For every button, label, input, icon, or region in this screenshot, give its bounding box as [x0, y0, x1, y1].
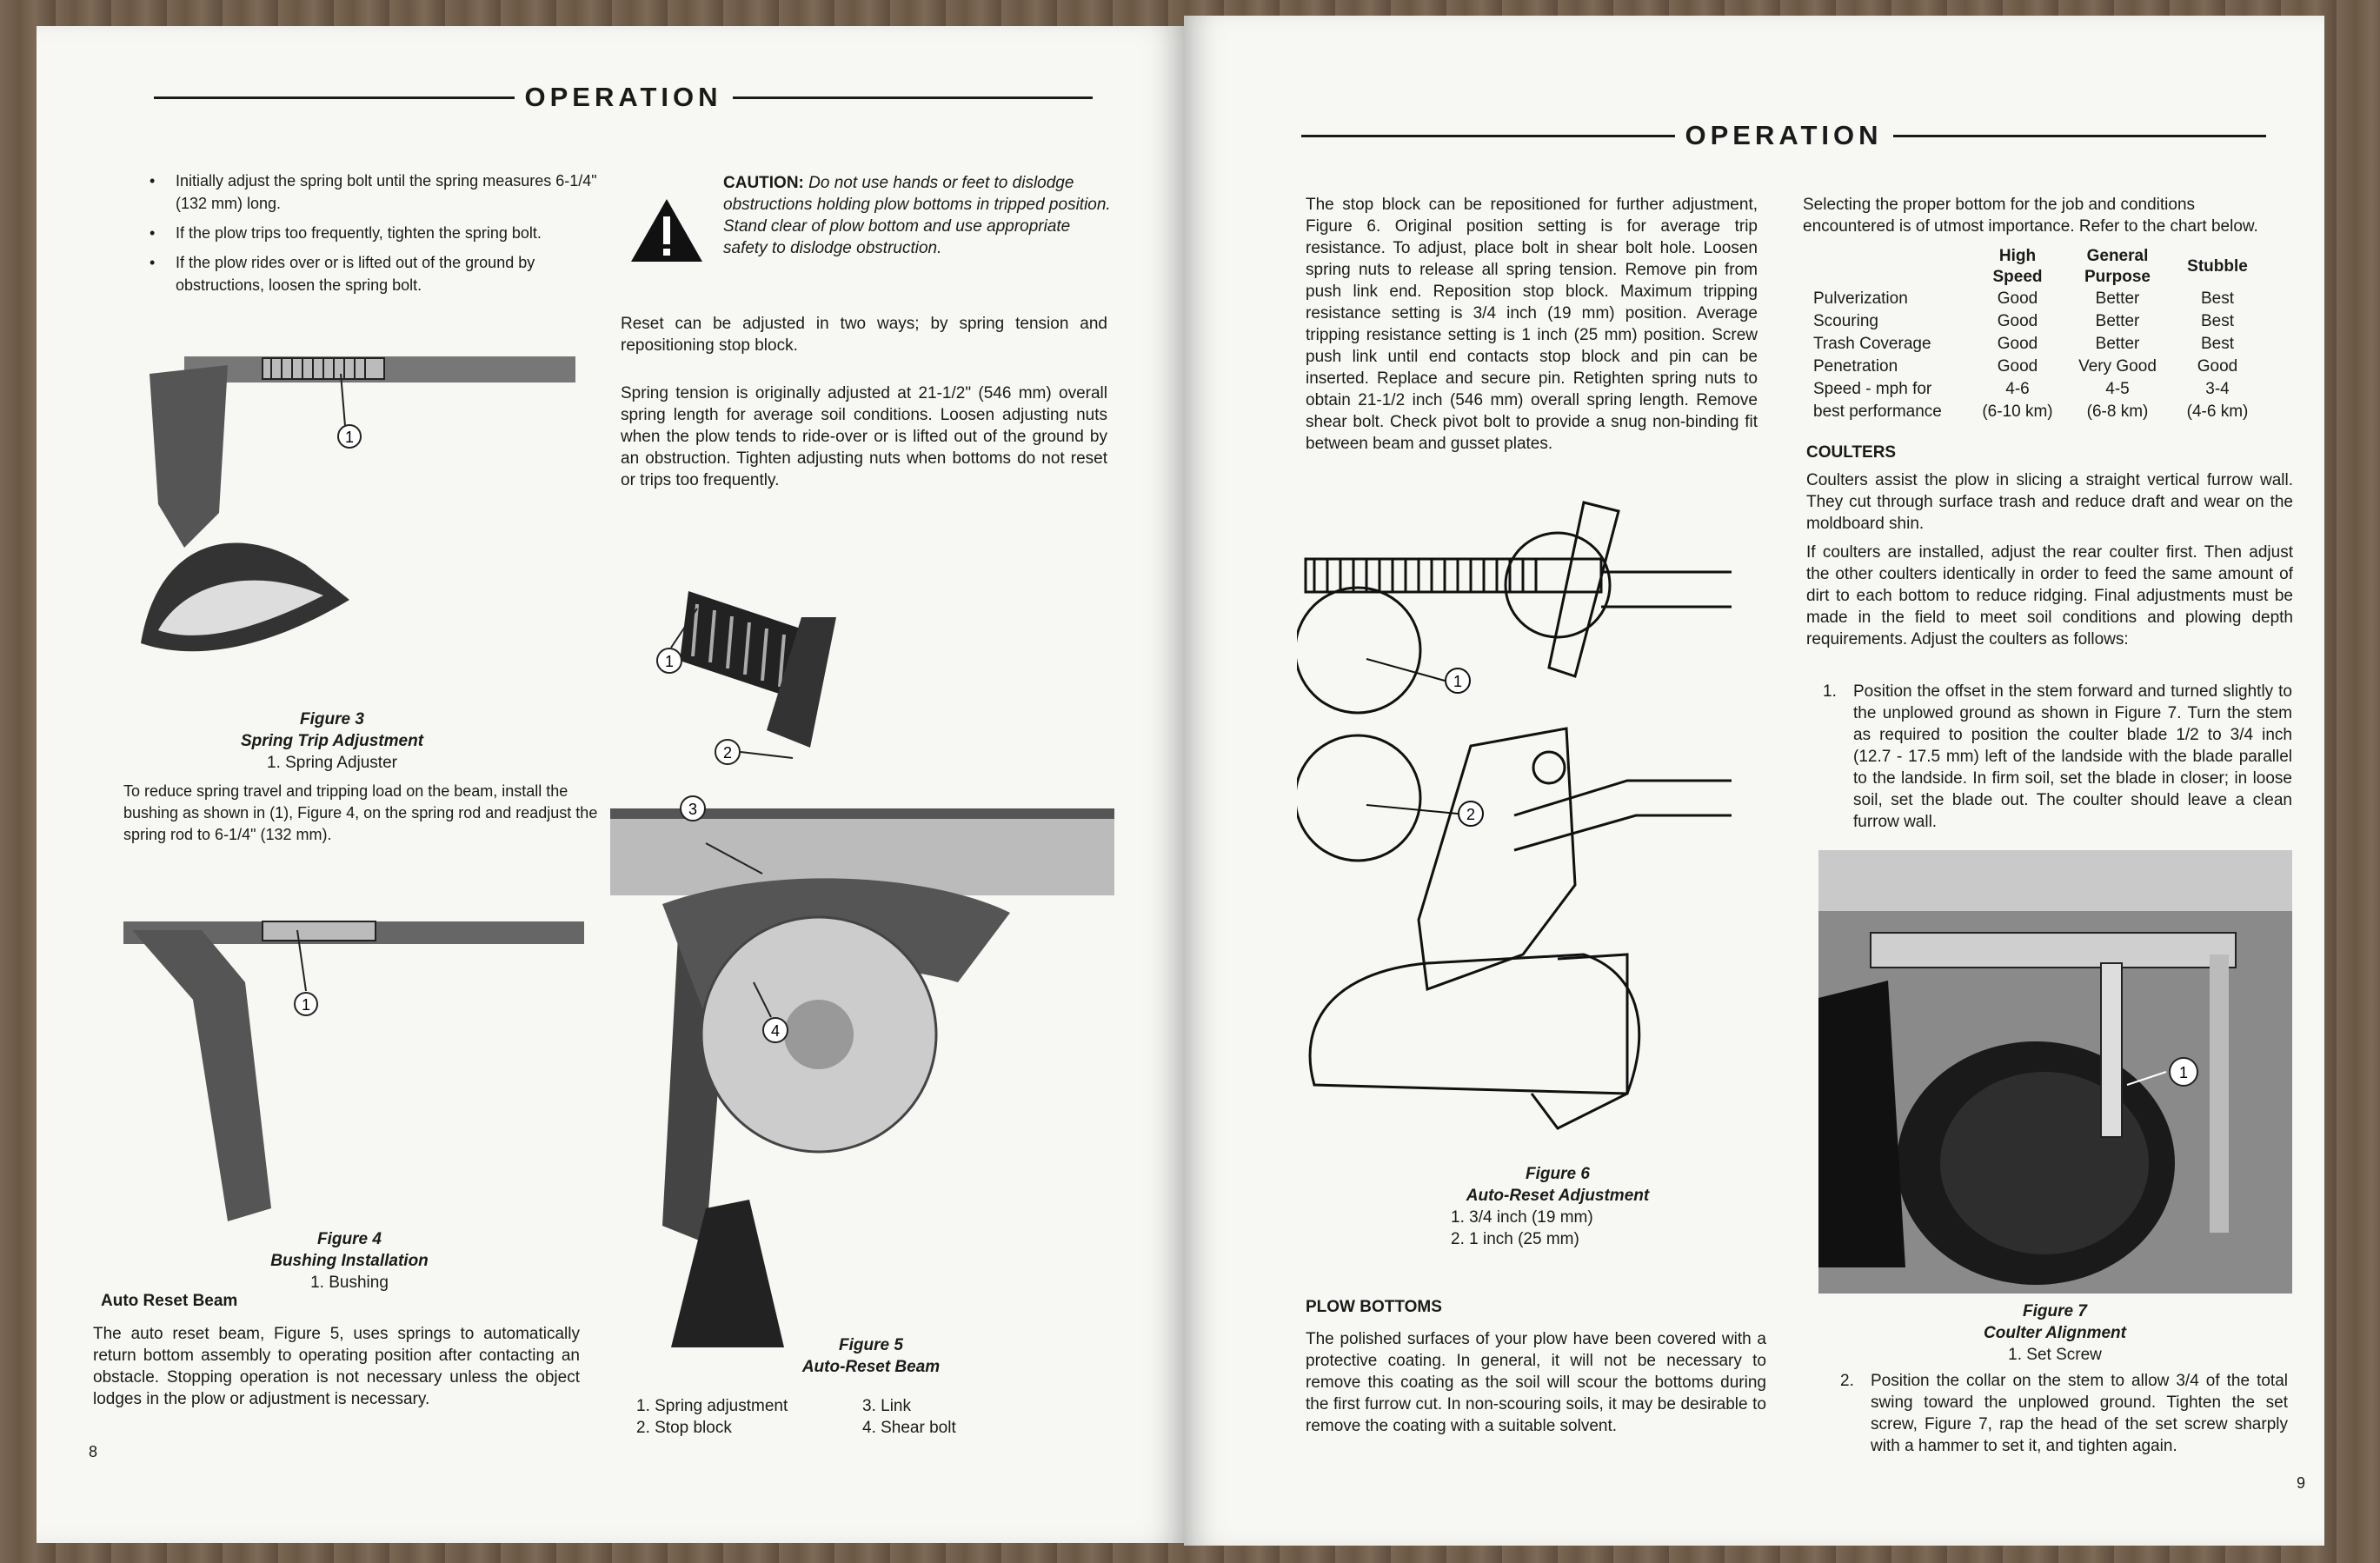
chart-row: Trash Coverage Good Better Best: [1813, 335, 2235, 353]
step-2-text: Position the collar on the stem to allow…: [1871, 1372, 2288, 1455]
figure-7-callout-1: 1: [2179, 1064, 2188, 1081]
figure-5-title: Auto-Reset Beam: [801, 1358, 941, 1376]
chart-row: Penetration Good Very Good Good: [1813, 357, 2238, 376]
figure-4-illustration: 1: [123, 878, 593, 1243]
chart-row: best performance (6-10 km) (6-8 km) (4-6…: [1813, 402, 2249, 421]
caution-note: CAUTION: Do not use hands or feet to dis…: [723, 172, 1114, 259]
right-page: OPERATION The stop block can be repositi…: [1184, 16, 2324, 1546]
figure-4-callout-1: 1: [302, 996, 310, 1014]
figure-5-legend: 1. Spring adjustment 3. Link 2. Stop blo…: [636, 1395, 1036, 1439]
figure-5-item: 2. Stop block: [636, 1419, 732, 1437]
chart-row: Speed - mph for 4-6 4-5 3-4: [1813, 380, 2230, 398]
step-2-number: 2.: [1840, 1372, 1854, 1390]
figure-6-number: Figure 6: [1526, 1165, 1590, 1183]
figure-6-illustration: 1 2: [1297, 485, 1758, 1146]
spring-tension-paragraph: Spring tension is originally adjusted at…: [621, 384, 1107, 489]
bullet-item: If the plow trips too frequently, tighte…: [150, 222, 610, 244]
figure-5-callout-4: 4: [771, 1022, 780, 1040]
figure-4-item: 1. Bushing: [310, 1274, 389, 1292]
coulters-heading: COULTERS: [1806, 443, 1897, 462]
auto-reset-heading: Auto Reset Beam: [101, 1292, 238, 1310]
plow-bottoms-heading: PLOW BOTTOMS: [1306, 1298, 1442, 1316]
figure-4-title: Bushing Installation: [270, 1252, 429, 1270]
left-header: OPERATION: [154, 82, 1093, 113]
figure-7-illustration: 1: [1818, 850, 2292, 1294]
figure-6-title: Auto-Reset Adjustment: [1466, 1187, 1650, 1205]
figure-4-number: Figure 4: [317, 1230, 382, 1248]
right-header: OPERATION: [1301, 120, 2266, 151]
figure-5-callout-1: 1: [665, 653, 674, 670]
figure-3-title: Spring Trip Adjustment: [240, 732, 424, 750]
figure-6-caption: Figure 6 Auto-Reset Adjustment: [1419, 1163, 1697, 1207]
figure-5-caption: Figure 5 Auto-Reset Beam: [741, 1334, 1001, 1378]
figure-3-callout-1: 1: [345, 429, 354, 446]
left-header-title: OPERATION: [524, 82, 722, 112]
figure-6-callout-1: 1: [1453, 673, 1462, 690]
figure-5-callout-3: 3: [688, 801, 697, 818]
chart-column-header: High Speed: [1992, 247, 2043, 286]
stop-block-paragraph: The stop block can be repositioned for f…: [1306, 196, 1758, 453]
step-1-number: 1.: [1823, 682, 1837, 701]
bottom-selection-chart: High Speed General Purpose Stubble Pulve…: [1813, 246, 2265, 423]
figure-3-caption: Figure 3 Spring Trip Adjustment 1. Sprin…: [184, 708, 480, 774]
selecting-paragraph: Selecting the proper bottom for the job …: [1803, 196, 2258, 236]
figure-6-item: 1. 3/4 inch (19 mm): [1451, 1208, 1593, 1227]
right-page-number: 9: [2297, 1474, 2306, 1492]
figure-5-callout-2: 2: [723, 744, 732, 762]
figure-7-item: 1. Set Screw: [2008, 1346, 2102, 1364]
caution-text: Do not use hands or feet to dislodge obs…: [723, 174, 1111, 257]
figure-3-number: Figure 3: [300, 710, 364, 728]
bullet-item: If the plow rides over or is lifted out …: [150, 251, 610, 296]
left-page-number: 8: [89, 1443, 98, 1460]
figure-6-item: 2. 1 inch (25 mm): [1451, 1230, 1579, 1248]
figure-7-number: Figure 7: [2023, 1302, 2087, 1320]
figure-5-item: 3. Link: [862, 1397, 911, 1415]
adjustment-bullets: Initially adjust the spring bolt until t…: [150, 170, 610, 303]
spring-travel-paragraph: To reduce spring travel and tripping loa…: [123, 782, 598, 843]
step-1-text: Position the offset in the stem forward …: [1853, 682, 2292, 831]
figure-7-title: Coulter Alignment: [1984, 1324, 2126, 1342]
right-header-title: OPERATION: [1685, 120, 1883, 150]
plow-bottoms-paragraph: The polished surfaces of your plow have …: [1306, 1330, 1766, 1435]
caution-label: CAUTION:: [723, 174, 804, 192]
chart-row: Pulverization Good Better Best: [1813, 289, 2235, 308]
figure-5-item: 4. Shear bolt: [862, 1419, 956, 1437]
reset-paragraph: Reset can be adjusted in two ways; by sp…: [621, 315, 1107, 355]
figure-5-illustration: 1 2 3 4: [610, 530, 1114, 1356]
left-page: OPERATION Initially adjust the spring bo…: [37, 26, 1184, 1543]
auto-reset-paragraph: The auto reset beam, Figure 5, uses spri…: [93, 1325, 580, 1408]
figure-5-number: Figure 5: [839, 1336, 903, 1354]
figure-5-item: 1. Spring adjustment: [636, 1397, 788, 1415]
figure-6-legend: 1. 3/4 inch (19 mm) 2. 1 inch (25 mm): [1451, 1207, 1712, 1250]
figure-4-caption: Figure 4 Bushing Installation 1. Bushing: [202, 1228, 497, 1294]
chart-column-header: General Purpose: [2084, 247, 2151, 286]
caution-triangle-icon: [631, 199, 702, 262]
coulters-paragraph-2: If coulters are installed, adjust the re…: [1806, 543, 2293, 648]
bullet-item: Initially adjust the spring bolt until t…: [150, 170, 610, 215]
figure-3-illustration: 1: [132, 339, 584, 704]
figure-6-callout-2: 2: [1466, 806, 1475, 823]
chart-row: Scouring Good Better Best: [1813, 312, 2235, 330]
figure-7-caption: Figure 7 Coulter Alignment 1. Set Screw: [1933, 1300, 2177, 1366]
chart-column-header: Stubble: [2187, 257, 2248, 276]
coulters-paragraph-1: Coulters assist the plow in slicing a st…: [1806, 471, 2293, 533]
figure-3-item: 1. Spring Adjuster: [267, 754, 397, 772]
